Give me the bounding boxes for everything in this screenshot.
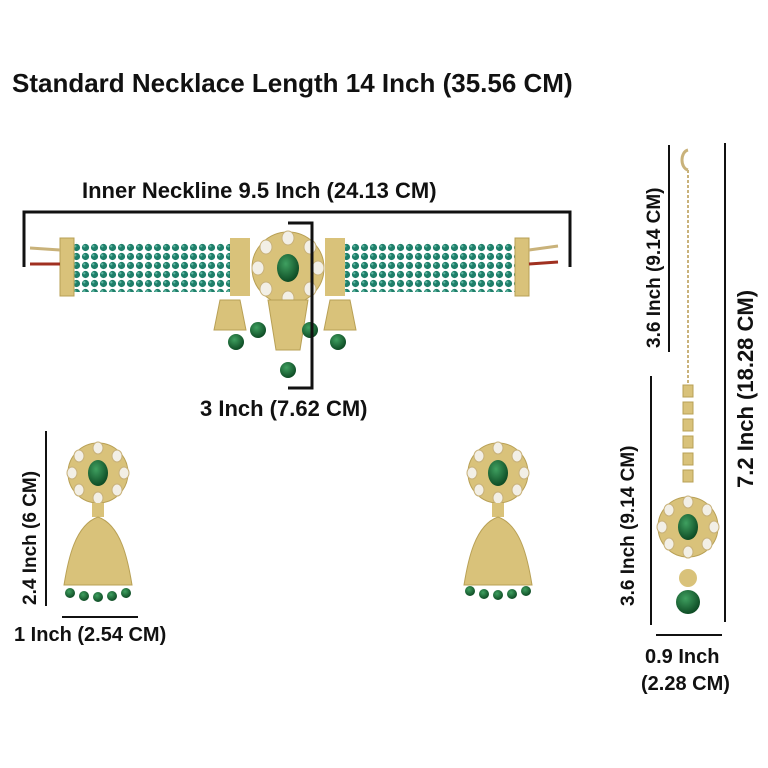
inner-neckline-label: Inner Neckline 9.5 Inch (24.13 CM) — [82, 178, 437, 203]
earring-height-label: 2.4 Inch (6 CM) — [20, 470, 41, 605]
earring-right — [463, 441, 533, 600]
tikka-width-label-line1: 0.9 Inch — [645, 646, 720, 668]
tikka-chain-length-label: 3.6 Inch (9.14 CM) — [644, 187, 665, 349]
maang-tikka — [656, 148, 720, 614]
tikka-total-length-label: 7.2 Inch (18.28 CM) — [733, 289, 758, 488]
earring-left — [63, 441, 133, 602]
pendant-height-label: 3 Inch (7.62 CM) — [200, 396, 368, 421]
necklace — [29, 230, 559, 378]
earring-width-label: 1 Inch (2.54 CM) — [14, 624, 167, 646]
tikka-width-label-line2: (2.28 CM) — [641, 673, 730, 695]
page-title: Standard Necklace Length 14 Inch (35.56 … — [12, 68, 573, 98]
tikka-pendant-length-label: 3.6 Inch (9.14 CM) — [618, 445, 639, 607]
